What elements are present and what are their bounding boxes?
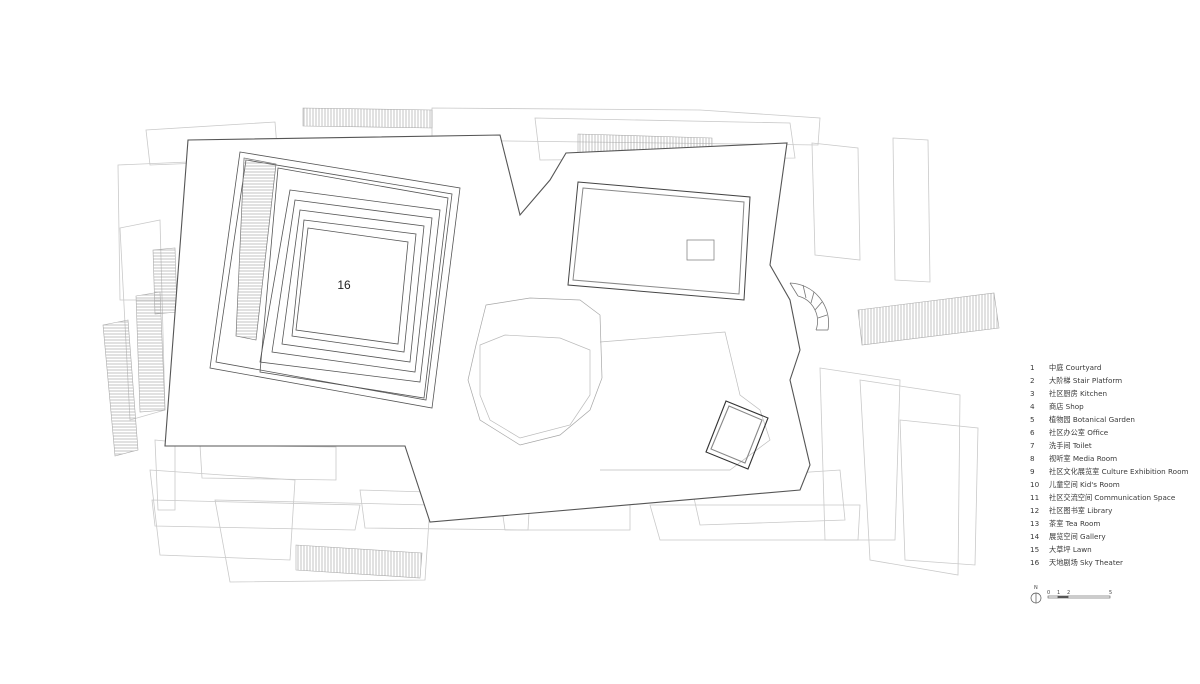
legend-item: 8 视听室 Media Room bbox=[1030, 452, 1198, 465]
legend-item-number: 14 bbox=[1030, 532, 1040, 541]
legend-item: 4 商店 Shop bbox=[1030, 400, 1198, 413]
legend-item: 14 展览空间 Gallery bbox=[1030, 530, 1198, 543]
scale-tick: 1 bbox=[1057, 590, 1061, 596]
main-building-outline bbox=[164, 134, 811, 523]
legend-item: 9 社区文化展览室 Culture Exhibition Room bbox=[1030, 465, 1198, 478]
legend-item-number: 5 bbox=[1030, 415, 1035, 424]
sky-theater-stepped-squares bbox=[209, 151, 461, 409]
legend-item: 6 社区办公室 Office bbox=[1030, 426, 1198, 439]
theater-side-stair bbox=[235, 157, 277, 341]
legend-item-label: 茶室 Tea Room bbox=[1049, 518, 1101, 528]
legend-item-number: 8 bbox=[1030, 454, 1035, 463]
legend-item-label: 天地剧场 Sky Theater bbox=[1049, 557, 1124, 567]
legend-item: 7 洗手间 Toilet bbox=[1030, 439, 1198, 452]
legend-item-label: 洗手间 Toilet bbox=[1049, 440, 1092, 450]
legend-item-number: 3 bbox=[1030, 389, 1035, 398]
north-label: N bbox=[1034, 585, 1038, 591]
legend-item-number: 16 bbox=[1030, 558, 1040, 567]
small-square-room bbox=[705, 400, 769, 470]
legend-item-label: 社区厨房 Kitchen bbox=[1049, 388, 1108, 398]
legend-item: 11 社区交流空间 Communication Space bbox=[1030, 491, 1198, 504]
spiral-stair bbox=[789, 282, 829, 331]
legend-item-label: 社区文化展览室 Culture Exhibition Room bbox=[1049, 466, 1189, 476]
space-label-16: 16 bbox=[337, 278, 351, 292]
legend-item-number: 15 bbox=[1030, 545, 1040, 554]
legend-item-number: 12 bbox=[1030, 506, 1040, 515]
scale-bar: N 0 1 2 5 bbox=[1028, 584, 1148, 610]
legend-item-label: 大草坪 Lawn bbox=[1049, 544, 1092, 554]
legend-item: 10 儿童空间 Kid's Room bbox=[1030, 478, 1198, 491]
legend-item-label: 商店 Shop bbox=[1049, 401, 1084, 411]
interior-outlines bbox=[467, 297, 771, 471]
legend-item-label: 社区图书室 Library bbox=[1049, 505, 1113, 515]
legend-item: 5 植物园 Botanical Garden bbox=[1030, 413, 1198, 426]
legend-item: 2 大阶梯 Stair Platform bbox=[1030, 374, 1198, 387]
scale-tick: 2 bbox=[1067, 590, 1071, 596]
legend-item-label: 社区交流空间 Communication Space bbox=[1049, 492, 1176, 502]
legend-item: 15 大草坪 Lawn bbox=[1030, 543, 1198, 556]
legend-item: 16 天地剧场 Sky Theater bbox=[1030, 556, 1198, 569]
legend-item-number: 9 bbox=[1030, 467, 1035, 476]
legend-item-label: 植物园 Botanical Garden bbox=[1049, 414, 1135, 424]
room-legend: 1 中庭 Courtyard 2 大阶梯 Stair Platform 3 社区厨房 Ki… bbox=[1030, 361, 1198, 569]
legend-item-label: 儿童空间 Kid's Room bbox=[1049, 479, 1120, 489]
legend-item: 1 中庭 Courtyard bbox=[1030, 361, 1198, 374]
legend-item-number: 6 bbox=[1030, 428, 1035, 437]
legend-item-label: 中庭 Courtyard bbox=[1049, 362, 1102, 372]
legend-item-number: 1 bbox=[1030, 363, 1035, 372]
legend-item: 13 茶室 Tea Room bbox=[1030, 517, 1198, 530]
legend-item: 3 社区厨房 Kitchen bbox=[1030, 387, 1198, 400]
legend-item-label: 视听室 Media Room bbox=[1049, 453, 1118, 463]
scale-graphic bbox=[1030, 592, 1111, 604]
legend-item-label: 展览空间 Gallery bbox=[1049, 531, 1106, 541]
legend-item-label: 大阶梯 Stair Platform bbox=[1049, 375, 1123, 385]
legend-item-number: 2 bbox=[1030, 376, 1035, 385]
legend-item-number: 11 bbox=[1030, 493, 1040, 502]
legend-item-label: 社区办公室 Office bbox=[1049, 427, 1109, 437]
rectangular-room bbox=[567, 181, 751, 301]
legend-item-number: 13 bbox=[1030, 519, 1040, 528]
scale-tick: 0 bbox=[1047, 590, 1051, 596]
legend-item-number: 4 bbox=[1030, 402, 1035, 411]
legend-item-number: 7 bbox=[1030, 441, 1035, 450]
scale-tick: 5 bbox=[1109, 590, 1113, 596]
legend-item-number: 10 bbox=[1030, 480, 1040, 489]
legend-item: 12 社区图书室 Library bbox=[1030, 504, 1198, 517]
